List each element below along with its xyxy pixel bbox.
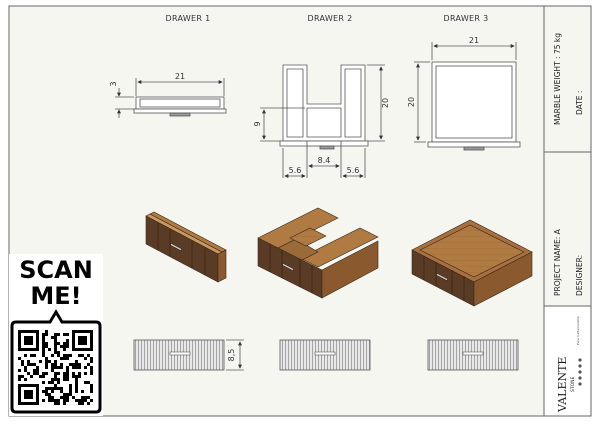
drawer-2-iso: [257, 207, 379, 299]
front-panel-2: [279, 339, 371, 371]
dim-d3-height: 20: [407, 97, 416, 107]
drawer-2-elevation: [260, 64, 385, 178]
designer-label: DESIGNER:: [575, 255, 584, 296]
dim-d3-width: 21: [469, 36, 479, 45]
drawer-1-elevation: [115, 78, 227, 118]
drawer-3-title: DRAWER 3: [444, 14, 489, 23]
social-icon: [578, 358, 582, 362]
qr-code: [18, 330, 93, 405]
project-name: PROJECT NAME: A: [553, 228, 562, 296]
social-icon: [578, 382, 582, 386]
logo-name: VALENTE: [556, 357, 569, 413]
me-text: ME!: [30, 282, 81, 310]
front-panel-1: [133, 339, 225, 371]
drawer-2-title: DRAWER 2: [308, 14, 353, 23]
dim-d2-inner-height: 9: [253, 121, 262, 126]
logo-sub: STONE: [570, 376, 576, 392]
social-icon: [578, 376, 582, 380]
drawer-1-iso: [145, 211, 227, 283]
dim-d2-height: 20: [381, 98, 390, 108]
scan-text: SCAN: [19, 256, 93, 284]
front-panel-3: [427, 339, 519, 371]
qr-block: SCAN ME!: [9, 254, 103, 416]
dim-d2-left-width: 5.6: [289, 166, 302, 175]
dim-front-height: 8,5: [227, 349, 236, 362]
drawer-3-elevation: [414, 42, 521, 151]
marble-weight: MARBLE WEIGHT : 75 kg: [553, 33, 562, 125]
dim-d2-right-width: 5.6: [347, 166, 360, 175]
drawer-1-title: DRAWER 1: [166, 14, 211, 23]
date-label: DATE :: [575, 91, 584, 115]
logo-tagline: Pure craftsmanship: [576, 316, 580, 345]
social-icon: [578, 364, 582, 368]
dim-d2-center-width: 8.4: [318, 156, 331, 165]
valente-logo: VALENTE STONE Pure craftsmanship: [556, 316, 582, 413]
drawer-3-iso: [411, 219, 533, 307]
social-icon: [578, 370, 582, 374]
dim-d1-width: 21: [175, 72, 185, 81]
dim-d1-height: 3: [109, 81, 118, 86]
